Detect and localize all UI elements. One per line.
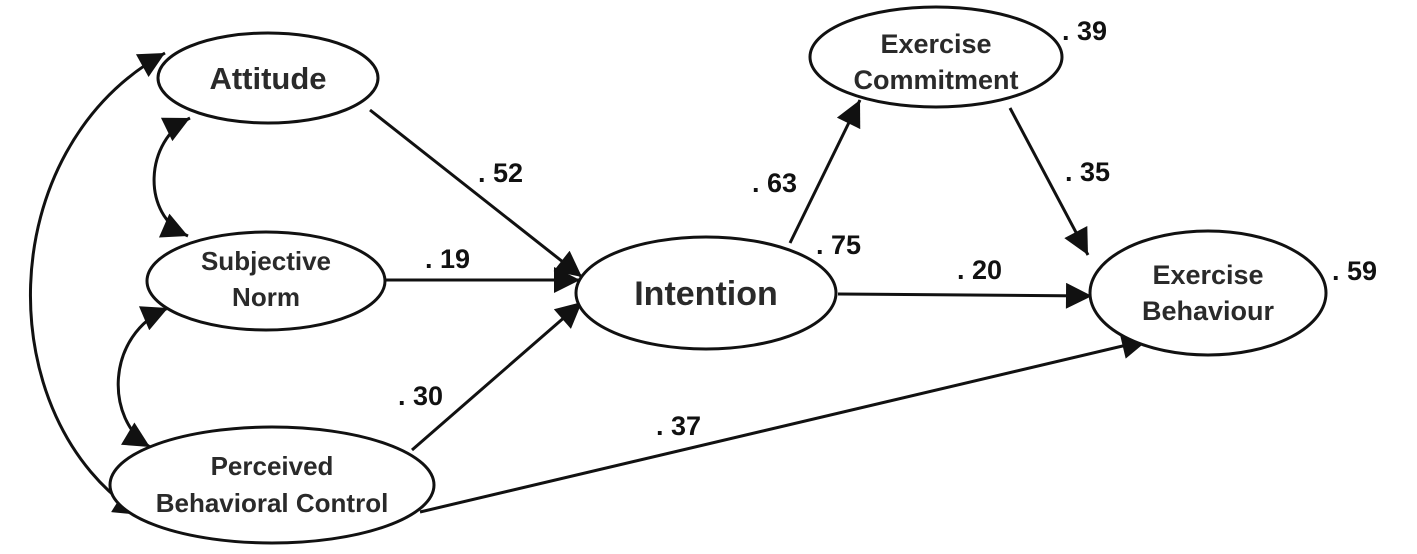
node-pbc-shape: [108, 425, 436, 545]
coef-pbc-to-intention: . 30: [398, 381, 443, 411]
r2-intention: . 75: [816, 230, 861, 260]
node-exercise-commitment-shape: [808, 5, 1064, 109]
r2-exercise-commitment: . 39: [1062, 16, 1107, 46]
coef-subjective-norm-to-intention: . 19: [425, 244, 470, 274]
correlation-subjective-norm-pbc: [116, 306, 169, 449]
node-attitude: Attitude: [156, 31, 380, 125]
path-pbc-to-behaviour: [419, 333, 1149, 514]
coef-intention-to-behaviour: . 20: [957, 255, 1002, 285]
node-intention-shape: [574, 235, 838, 351]
node-pbc: Perceived Behavioral Control: [108, 425, 436, 545]
variance-explained: . 75 . 39 . 59: [816, 16, 1377, 286]
node-exercise-behaviour-label-line1: Exercise: [1152, 260, 1263, 290]
node-subjective-norm: Subjective Norm: [145, 230, 387, 332]
paths: [369, 99, 1149, 514]
r2-exercise-behaviour: . 59: [1332, 256, 1377, 286]
coef-commitment-to-behaviour: . 35: [1065, 157, 1110, 187]
node-intention: Intention: [574, 235, 838, 351]
correlation-attitude-pbc: [29, 51, 166, 517]
node-attitude-shape: [156, 31, 380, 125]
path-commitment-to-behaviour: [1008, 107, 1090, 256]
coef-intention-to-commitment: . 63: [752, 168, 797, 198]
path-intention-to-commitment: [788, 99, 862, 244]
node-exercise-commitment-label-line1: Exercise: [880, 29, 991, 59]
node-subjective-norm-label-line2: Norm: [232, 282, 300, 312]
node-pbc-label-line2: Behavioral Control: [156, 488, 389, 518]
node-exercise-behaviour-label-line2: Behaviour: [1142, 296, 1275, 326]
coef-attitude-to-intention: . 52: [478, 158, 523, 188]
node-exercise-behaviour: Exercise Behaviour: [1088, 229, 1328, 357]
path-attitude-to-intention: [369, 108, 583, 279]
node-exercise-behaviour-shape: [1088, 229, 1328, 357]
node-exercise-commitment: Exercise Commitment: [808, 5, 1064, 109]
node-exercise-commitment-label-line2: Commitment: [853, 65, 1018, 95]
node-pbc-label-line1: Perceived: [211, 451, 334, 481]
node-intention-label: Intention: [634, 275, 778, 313]
correlations: [29, 51, 191, 517]
coef-pbc-to-behaviour: . 37: [656, 411, 701, 441]
path-pbc-to-intention: [411, 300, 583, 452]
path-coefficients: . 52 . 19 . 30 . 63 . 20 . 35 . 37: [398, 157, 1110, 441]
node-subjective-norm-label-line1: Subjective: [201, 246, 331, 276]
correlation-attitude-subjective-norm: [152, 116, 191, 238]
node-attitude-label: Attitude: [209, 61, 326, 96]
node-subjective-norm-shape: [145, 230, 387, 332]
path-intention-to-behaviour: [837, 282, 1093, 309]
